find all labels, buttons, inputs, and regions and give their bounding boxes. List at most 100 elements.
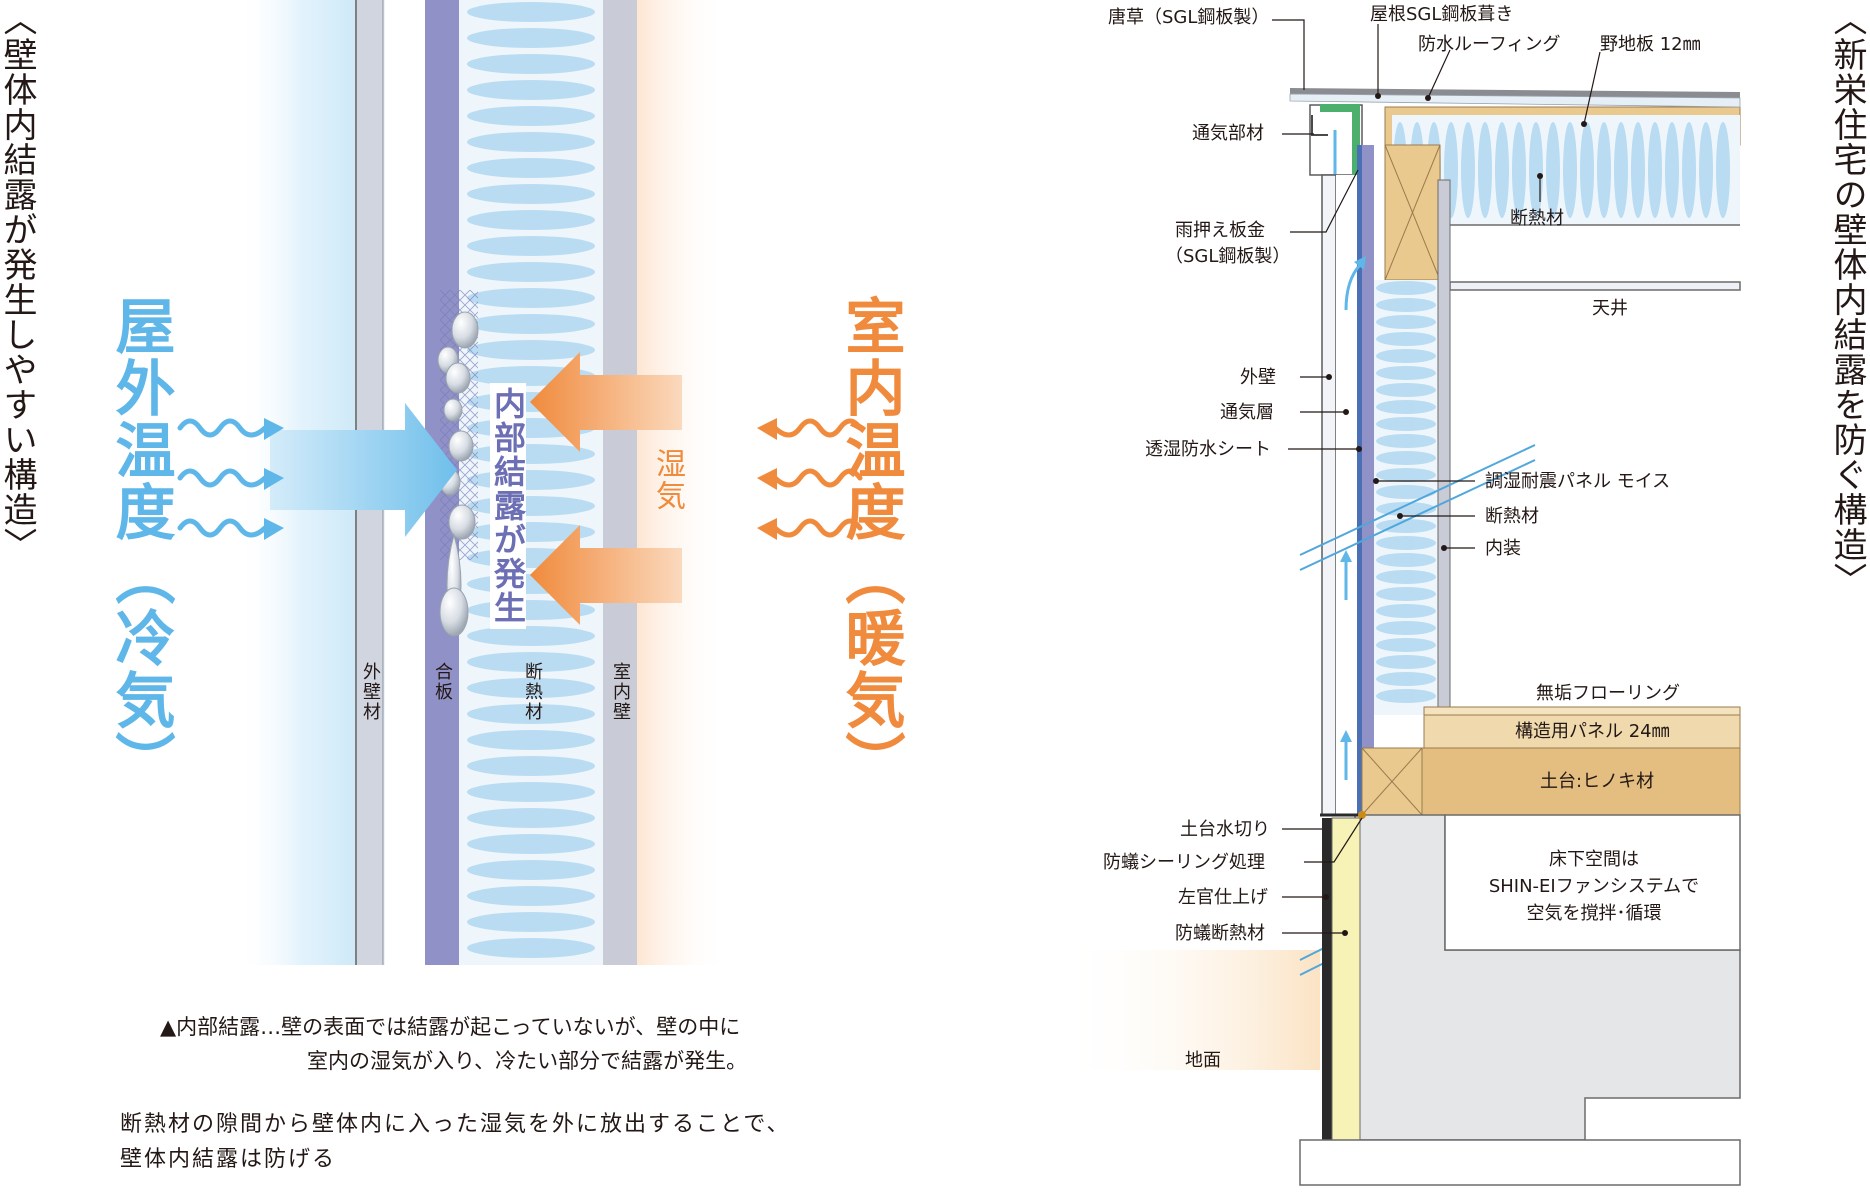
structural-panel bbox=[1423, 714, 1741, 749]
layer-outer-wall-label: 外壁材 bbox=[360, 662, 381, 722]
insulation-fiber bbox=[1461, 122, 1475, 218]
ground-area bbox=[1060, 950, 1320, 1070]
insulation-fiber bbox=[1682, 122, 1696, 218]
insulation-fiber bbox=[1376, 298, 1436, 312]
insulation-fiber bbox=[1597, 122, 1611, 218]
humidity-arrow-lower bbox=[530, 525, 682, 625]
label-sheet: 透湿防水シート bbox=[1145, 439, 1271, 460]
wall-insulation-pattern bbox=[1376, 281, 1436, 703]
insulation-fiber bbox=[467, 834, 595, 854]
ceiling-board bbox=[1449, 281, 1741, 291]
footing bbox=[1299, 1139, 1741, 1186]
moise-panel bbox=[1362, 145, 1374, 815]
insulation-fiber bbox=[1631, 122, 1645, 218]
insulation-fiber bbox=[467, 704, 595, 724]
label-ground: 地面 bbox=[1185, 1050, 1221, 1071]
label-roofing: 防水ルーフィング bbox=[1418, 34, 1561, 55]
insulation-fiber bbox=[1529, 122, 1543, 218]
insulation-fiber bbox=[1580, 122, 1594, 218]
left-wall-diagram bbox=[177, 0, 863, 965]
insulation-fiber bbox=[1376, 621, 1436, 635]
note-line-2: 壁体内結露は防げる bbox=[120, 1147, 337, 1172]
insulation-fiber bbox=[467, 314, 595, 334]
insulation-fiber bbox=[467, 938, 595, 958]
label-drip: 土台水切り bbox=[1180, 819, 1270, 840]
insulation-fiber bbox=[467, 652, 595, 672]
termite-sealing-dot bbox=[1358, 811, 1366, 819]
label-wall-insulation: 断熱材 bbox=[1485, 506, 1539, 527]
vent-green-seal bbox=[1320, 104, 1360, 175]
insulation-fiber bbox=[1376, 519, 1436, 533]
insulation-fiber bbox=[1376, 349, 1436, 363]
insulation-fiber bbox=[1495, 122, 1509, 218]
plaster-finish bbox=[1322, 818, 1332, 1140]
condensation-label: 内部結露が発生 bbox=[489, 383, 527, 629]
insulation-fiber bbox=[1376, 315, 1436, 329]
label-interior: 内装 bbox=[1485, 538, 1521, 559]
warm-wave-arrows bbox=[772, 418, 863, 538]
label-underfloor-2: SHIN-EIファンシステムで bbox=[1488, 876, 1700, 897]
label-plaster: 左官仕上げ bbox=[1178, 887, 1268, 908]
insulation-fiber bbox=[1376, 553, 1436, 567]
cold-air-arrow bbox=[270, 403, 457, 537]
insulation-fiber bbox=[1376, 689, 1436, 703]
insulation-fiber bbox=[467, 132, 595, 152]
layer-plywood-label: 合板 bbox=[432, 662, 453, 702]
insulation-fiber bbox=[467, 80, 595, 100]
interior-finish bbox=[1437, 179, 1451, 716]
label-roof-insulation: 断熱材 bbox=[1510, 208, 1564, 229]
insulation-fiber bbox=[1648, 122, 1662, 218]
insulation-fiber bbox=[1376, 451, 1436, 465]
caption-line-1: ▲内部結露…壁の表面では結露が起こっていないが、壁の中に bbox=[160, 1015, 741, 1039]
underfloor-space bbox=[1444, 814, 1741, 951]
insulation-fiber bbox=[467, 210, 595, 230]
insulation-fiber bbox=[467, 808, 595, 828]
label-moise-panel: 調湿耐震パネル モイス bbox=[1485, 471, 1671, 492]
insulation-pattern bbox=[467, 2, 595, 958]
moisture-permeable-sheet bbox=[1357, 145, 1362, 815]
hinoki-sill bbox=[1421, 747, 1741, 816]
indoor-temp-label: 室内温度 bbox=[835, 295, 905, 543]
insulation-fiber bbox=[467, 782, 595, 802]
label-sealing: 防蟻シーリング処理 bbox=[1103, 852, 1265, 873]
insulation-fiber bbox=[467, 2, 595, 22]
caption-line-2: 室内の湿気が入り、冷たい部分で結露が発生。 bbox=[307, 1049, 748, 1073]
label-karakusa: 唐草（SGL鋼板製） bbox=[1108, 7, 1270, 28]
insulation-fiber bbox=[1376, 672, 1436, 686]
label-ant-insulation: 防蟻断熱材 bbox=[1175, 923, 1265, 944]
insulation-fiber bbox=[1376, 281, 1436, 295]
label-struct-panel: 構造用パネル 24㎜ bbox=[1515, 721, 1670, 742]
humidity-arrow-upper bbox=[530, 352, 682, 452]
outdoor-temp-label: 屋外温度 bbox=[105, 295, 175, 543]
outdoor-temp-sub: （冷気） bbox=[105, 545, 175, 793]
insulation-fiber bbox=[467, 262, 595, 282]
insulation-fiber bbox=[467, 158, 595, 178]
label-nojiita: 野地板 12㎜ bbox=[1600, 34, 1701, 55]
right-title: 〈新栄住宅の壁体内結露を防ぐ構造〉 bbox=[1827, 2, 1867, 597]
label-vent-member: 通気部材 bbox=[1192, 123, 1264, 144]
humidity-label: 湿気 bbox=[650, 448, 685, 512]
insulation-fiber bbox=[1478, 122, 1492, 218]
insulation-fiber bbox=[1376, 400, 1436, 414]
insulation-fiber bbox=[467, 886, 595, 906]
insulation-fiber bbox=[1376, 485, 1436, 499]
insulation-fiber bbox=[1376, 570, 1436, 584]
insulation-fiber bbox=[467, 340, 595, 360]
label-flashing-2: （SGL鋼板製） bbox=[1165, 246, 1291, 267]
label-roof: 屋根SGL鋼板葺き bbox=[1370, 4, 1514, 25]
anti-termite-insulation bbox=[1331, 817, 1361, 1141]
insulation-fiber bbox=[467, 28, 595, 48]
insulation-fiber bbox=[467, 912, 595, 932]
exterior-wall bbox=[1321, 174, 1337, 816]
insulation-fiber bbox=[1614, 122, 1628, 218]
insulation-fiber bbox=[467, 288, 595, 308]
insulation-fiber bbox=[1376, 655, 1436, 669]
insulation-fiber bbox=[1563, 122, 1577, 218]
warm-zone bbox=[637, 0, 727, 965]
insulation-fiber bbox=[1376, 468, 1436, 482]
insulation-fiber bbox=[1376, 434, 1436, 448]
layer-insulation-label: 断熱材 bbox=[522, 662, 543, 722]
layer-inner-wall-label: 室内壁 bbox=[610, 662, 631, 722]
insulation-fiber bbox=[467, 860, 595, 880]
